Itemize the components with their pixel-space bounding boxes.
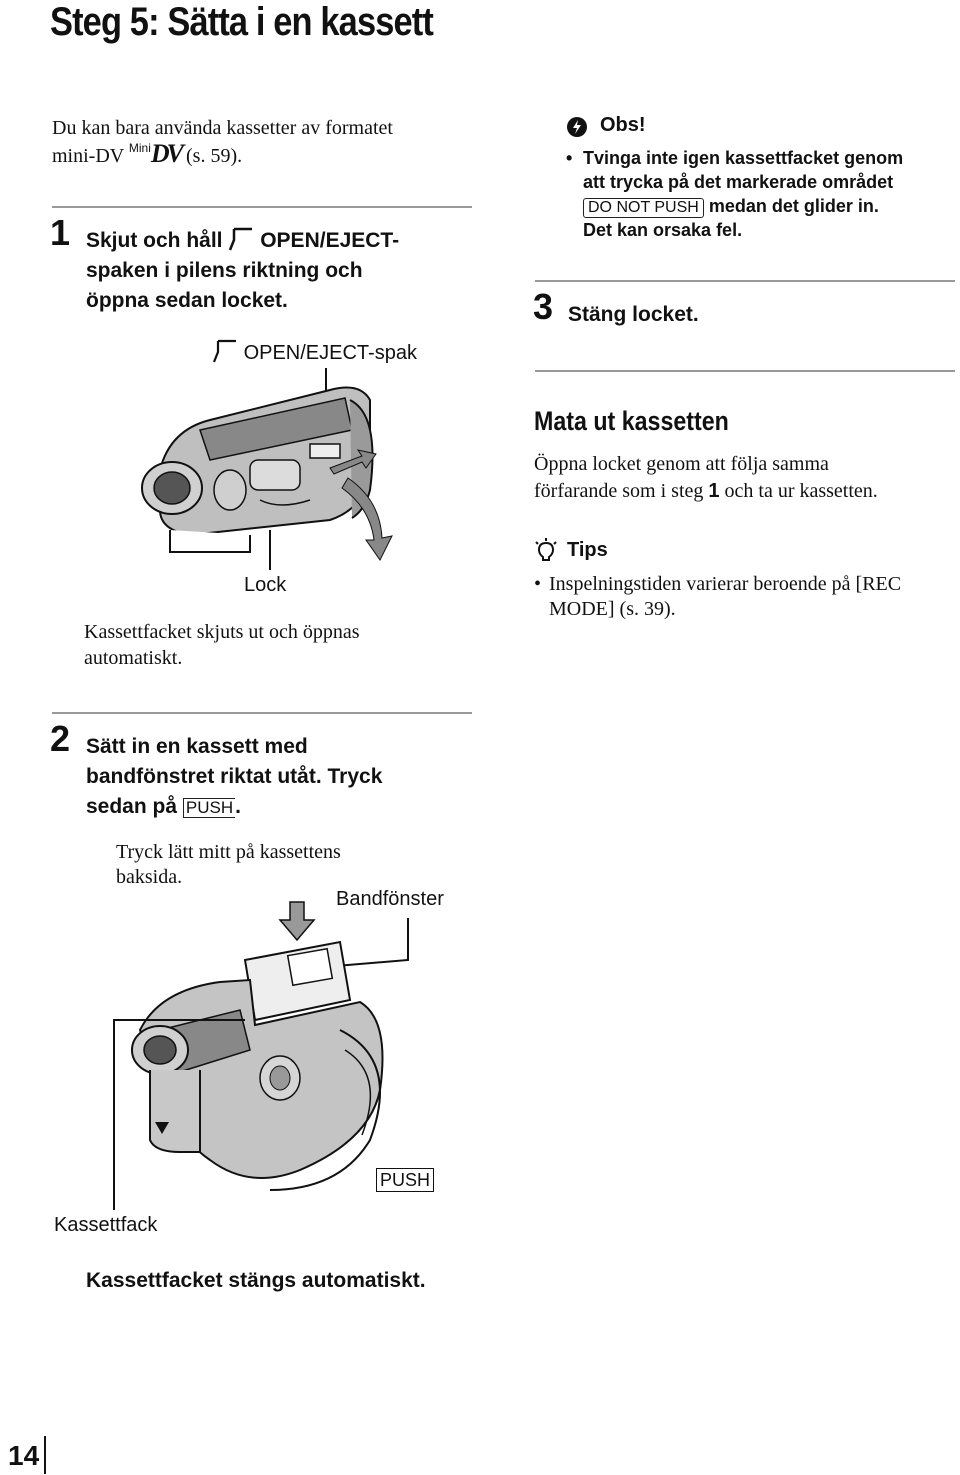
note-line-4: Det kan orsaka fel. bbox=[583, 220, 743, 240]
push-label: PUSH bbox=[376, 1168, 435, 1192]
lid-label: Lock bbox=[244, 574, 287, 596]
step1-note-line-1: Kassettfacket skjuts ut och öppnas bbox=[84, 621, 360, 643]
divider-eject bbox=[535, 370, 955, 372]
mini-dv-logo-mini: Mini bbox=[128, 141, 151, 155]
step1-line-1: Skjut och håll OPEN/EJECT- bbox=[86, 226, 399, 256]
lever-label-text: OPEN/EJECT-spak bbox=[243, 342, 417, 364]
mini-dv-logo: DV bbox=[150, 139, 184, 168]
step2-text-a: sedan på bbox=[86, 795, 178, 818]
tips-bullet-marker: • bbox=[534, 573, 542, 595]
step2-note-line-2: baksida. bbox=[116, 866, 183, 888]
step1-text-b: OPEN/EJECT- bbox=[260, 229, 400, 252]
lever-label: OPEN/EJECT-spak bbox=[212, 338, 417, 365]
eject-text-a: förfarande som i steg bbox=[534, 480, 704, 502]
intro-format-text: mini-DV bbox=[52, 145, 124, 167]
page-number-divider bbox=[44, 1436, 46, 1474]
note-line-1: Tvinga inte igen kassettfacket genom bbox=[583, 148, 904, 168]
step2-number: 2 bbox=[50, 718, 71, 759]
divider-step1 bbox=[52, 206, 472, 208]
tips-line-2: MODE] (s. 39). bbox=[549, 598, 676, 620]
warning-icon bbox=[567, 117, 587, 137]
step2-line-1: Sätt in en kassett med bbox=[86, 735, 308, 758]
page-number: 14 bbox=[8, 1440, 40, 1471]
open-eject-icon bbox=[229, 227, 253, 251]
step1-number: 1 bbox=[50, 212, 71, 253]
note-bullet-marker: • bbox=[566, 148, 573, 168]
divider-step3 bbox=[535, 280, 955, 282]
eject-heading: Mata ut kassetten bbox=[534, 406, 729, 436]
push-key: PUSH bbox=[182, 798, 236, 818]
tape-window-label: Bandfönster bbox=[336, 888, 444, 910]
intro-line-2: mini-DV MiniDV (s. 59). bbox=[52, 141, 242, 171]
step2-line-3: sedan på PUSH. bbox=[86, 792, 241, 822]
step1-text-a: Skjut och håll bbox=[86, 229, 223, 252]
eject-line-2: förfarande som i steg 1 och ta ur kasset… bbox=[534, 479, 878, 504]
eject-line-1: Öppna locket genom att följa samma bbox=[534, 453, 829, 475]
compartment-label: Kassettfack bbox=[54, 1214, 158, 1236]
intro-line-1: Du kan bara använda kassetter av formate… bbox=[52, 117, 393, 139]
camcorder-insert-cassette-illustration bbox=[113, 901, 409, 1210]
open-eject-icon bbox=[212, 339, 236, 363]
step1-note-line-2: automatiskt. bbox=[84, 647, 183, 669]
camcorder-open-lid-illustration bbox=[141, 368, 393, 570]
step3-number: 3 bbox=[533, 286, 554, 327]
lightbulb-icon bbox=[535, 538, 557, 561]
note-line-2: att trycka på det markerade området bbox=[583, 172, 894, 192]
do-not-push-key: DO NOT PUSH bbox=[583, 198, 704, 218]
tips-line-1: Inspelningstiden varierar beroende på [R… bbox=[549, 573, 902, 595]
step2-line-2: bandfönstret riktat utåt. Tryck bbox=[86, 765, 383, 788]
step1-line-2: spaken i pilens riktning och bbox=[86, 259, 363, 282]
step3-text: Stäng locket. bbox=[568, 303, 699, 326]
tips-heading: Tips bbox=[567, 539, 608, 561]
step1-line-3: öppna sedan locket. bbox=[86, 289, 288, 312]
note-line-3: DO NOT PUSH medan det glider in. bbox=[583, 194, 879, 218]
note-line-3-text: medan det glider in. bbox=[708, 196, 879, 216]
divider-step2 bbox=[52, 712, 472, 714]
step2-text-b: . bbox=[235, 795, 241, 818]
intro-page-ref: (s. 59). bbox=[186, 145, 243, 167]
eject-step-ref: 1 bbox=[708, 480, 720, 502]
step2-note-line-1: Tryck lätt mitt på kassettens bbox=[116, 841, 341, 863]
note-heading: Obs! bbox=[600, 114, 646, 136]
page-title: Steg 5: Sätta i en kassett bbox=[50, 0, 434, 44]
eject-text-b: och ta ur kassetten. bbox=[724, 480, 878, 502]
step2-closing-text: Kassettfacket stängs automatiskt. bbox=[86, 1269, 426, 1292]
